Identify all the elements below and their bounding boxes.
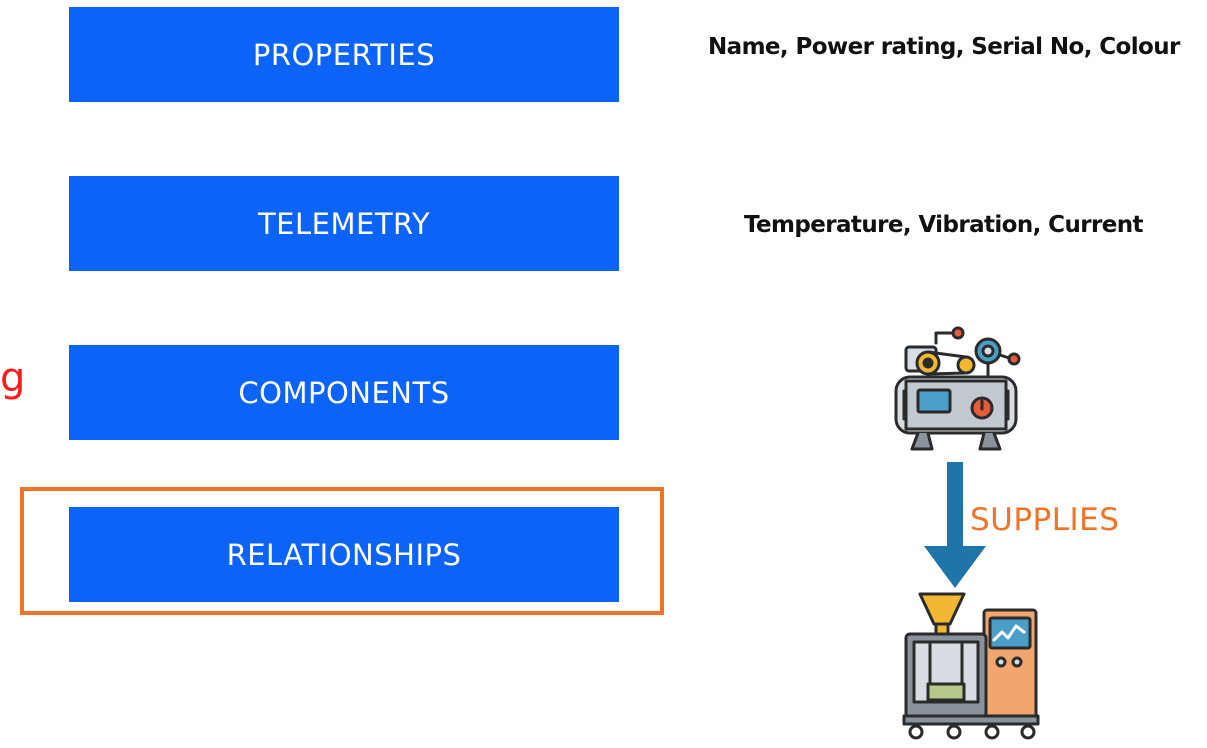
telemetry-box: TELEMETRY (69, 176, 619, 271)
supplies-label: SUPPLIES (970, 502, 1120, 538)
relationships-highlight-frame (20, 487, 664, 615)
relationships-box: RELATIONSHIPS (69, 507, 619, 602)
telemetry-description: Temperature, Vibration, Current (744, 212, 1144, 238)
cropped-side-text: g (0, 355, 26, 401)
down-arrow-icon (920, 462, 990, 597)
properties-description: Name, Power rating, Serial No, Colour (708, 34, 1180, 60)
components-box: COMPONENTS (69, 345, 619, 440)
compressor-machine-icon (888, 325, 1023, 460)
properties-box: PROPERTIES (69, 7, 619, 102)
injection-molding-machine-icon (902, 592, 1042, 747)
